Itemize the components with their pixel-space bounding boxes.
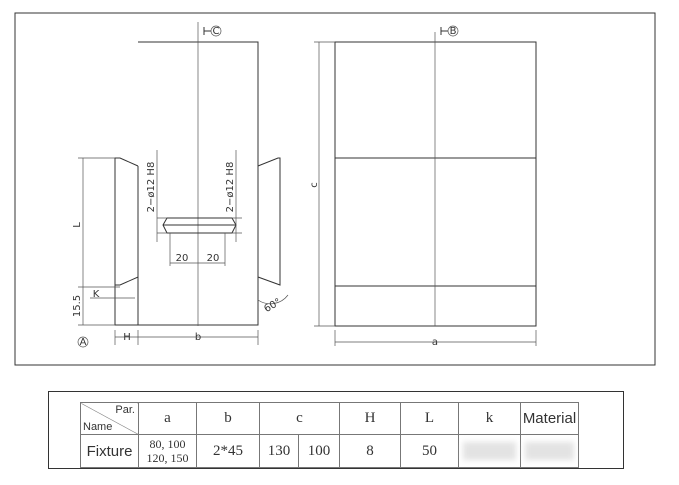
- svg-text:A: A: [80, 337, 87, 348]
- svg-text:C: C: [213, 26, 220, 37]
- angle-arc: [257, 294, 289, 305]
- side-section-circle: [447, 25, 459, 37]
- corner-cell: Par. Name: [80, 402, 139, 435]
- svg-text:2−ø12 H8: 2−ø12 H8: [225, 162, 236, 213]
- side-dim-lines: [314, 41, 537, 346]
- hole-dim-lines: [156, 150, 242, 242]
- slot: [162, 217, 237, 234]
- datum-circle: [77, 336, 89, 348]
- front-view: 20 20 2−ø12 H8 2−ø12 H8 L 15.5 K H b 60°…: [72, 22, 289, 348]
- svg-text:L: L: [72, 222, 83, 228]
- svg-text:b: b: [195, 332, 201, 343]
- section-marker: [203, 27, 211, 35]
- table-frame: [48, 391, 624, 469]
- svg-text:20: 20: [176, 253, 189, 264]
- svg-text:60°: 60°: [262, 297, 283, 315]
- svg-text:K: K: [93, 289, 100, 300]
- svg-text:H: H: [123, 332, 131, 343]
- spacing-dim: [169, 233, 226, 266]
- k-value-blurred: _: [458, 434, 521, 468]
- side-lines: [335, 157, 536, 287]
- svg-text:20: 20: [207, 253, 220, 264]
- svg-text:2−ø12 H8: 2−ø12 H8: [146, 162, 157, 213]
- svg-text:15.5: 15.5: [72, 295, 83, 317]
- side-outline: [334, 41, 537, 327]
- dim-lines: [78, 157, 259, 345]
- svg-text:B: B: [450, 26, 457, 37]
- drawing-frame: [14, 12, 656, 366]
- material-value-blurred: _: [520, 434, 579, 468]
- svg-text:c: c: [309, 182, 320, 188]
- side-view: c a B: [309, 25, 537, 348]
- parameter-table: Par. Name a b c H L k Material Fixture 8…: [80, 402, 579, 468]
- side-section-marker: [440, 27, 448, 35]
- svg-text:a: a: [432, 337, 438, 348]
- fixture-outline: [114, 41, 281, 326]
- section-circle: [210, 25, 222, 37]
